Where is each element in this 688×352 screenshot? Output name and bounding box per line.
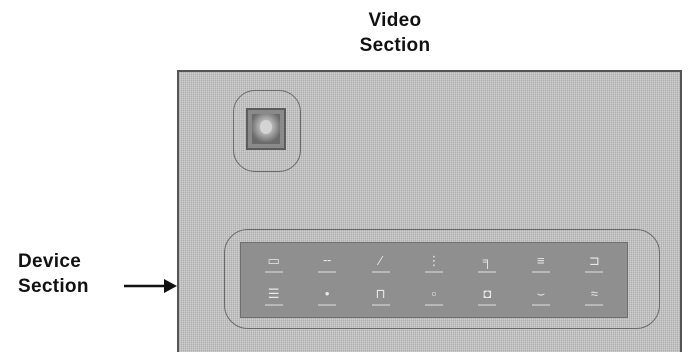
device-button[interactable]: ≈: [585, 287, 603, 306]
device-button[interactable]: ⋮: [425, 254, 443, 273]
menu-icon: ⋮: [427, 254, 440, 268]
device-button-caption-bar: [585, 304, 603, 306]
device-button-caption-bar: [478, 304, 496, 306]
device-button[interactable]: ⊐: [585, 254, 603, 273]
device-button[interactable]: ◘: [478, 287, 496, 306]
device-button-caption-bar: [478, 271, 496, 273]
device-button-caption-bar: [532, 271, 550, 273]
curve-icon: ⌣: [537, 287, 546, 301]
device-button[interactable]: ⁄: [372, 254, 390, 273]
device-callout-line1: Device: [18, 249, 89, 274]
app-screen: ▭ ╌ ⁄ ⋮ ╕ ≡ ⊐ ☰ • ⊓ ▫ ◘ ⌣ ≈: [177, 70, 682, 352]
device-button[interactable]: •: [318, 287, 336, 306]
device-button[interactable]: ╌: [318, 254, 336, 273]
video-callout-line1: Video: [339, 8, 451, 33]
device-button-caption-bar: [372, 304, 390, 306]
device-button[interactable]: ☰: [265, 287, 283, 306]
video-thumbnail-icon: [252, 114, 280, 144]
video-section: [233, 90, 301, 172]
device-button[interactable]: ╕: [478, 254, 496, 273]
lines-icon: ☰: [268, 287, 280, 301]
pin-icon: ╕: [483, 254, 492, 268]
device-panel: ▭ ╌ ⁄ ⋮ ╕ ≡ ⊐ ☰ • ⊓ ▫ ◘ ⌣ ≈: [240, 242, 628, 318]
device-button[interactable]: ⌣: [532, 287, 550, 306]
video-section-callout: Video Section: [339, 8, 451, 58]
bulb-icon: •: [325, 287, 330, 301]
video-callout-line2: Section: [339, 33, 451, 58]
device-button-caption-bar: [265, 304, 283, 306]
video-thumbnail[interactable]: [246, 108, 286, 150]
list-icon: ≡: [537, 254, 545, 268]
device-button[interactable]: ▫: [425, 287, 443, 306]
stylus-icon: ⁄: [379, 254, 381, 268]
camera-icon: ▫: [432, 287, 437, 301]
plug-icon: ⊓: [375, 287, 385, 301]
device-button[interactable]: ▭: [265, 254, 283, 273]
device-button[interactable]: ≡: [532, 254, 550, 273]
device-section-callout: Device Section: [18, 249, 89, 299]
device-icon: ◘: [483, 287, 491, 301]
slider-icon: ≈: [591, 287, 598, 301]
device-arrow: [124, 279, 177, 293]
device-button-caption-bar: [425, 271, 443, 273]
device-button-caption-bar: [318, 271, 336, 273]
frame-icon: ⊐: [589, 254, 600, 268]
device-button-caption-bar: [425, 304, 443, 306]
device-callout-line2: Section: [18, 274, 89, 299]
device-button-caption-bar: [532, 304, 550, 306]
device-button-caption-bar: [372, 271, 390, 273]
device-button[interactable]: ⊓: [372, 287, 390, 306]
device-button-caption-bar: [265, 271, 283, 273]
switch-icon: ▭: [268, 254, 280, 268]
device-button-caption-bar: [585, 271, 603, 273]
line-icon: ╌: [323, 254, 331, 268]
device-button-caption-bar: [318, 304, 336, 306]
device-section: ▭ ╌ ⁄ ⋮ ╕ ≡ ⊐ ☰ • ⊓ ▫ ◘ ⌣ ≈: [224, 229, 660, 329]
